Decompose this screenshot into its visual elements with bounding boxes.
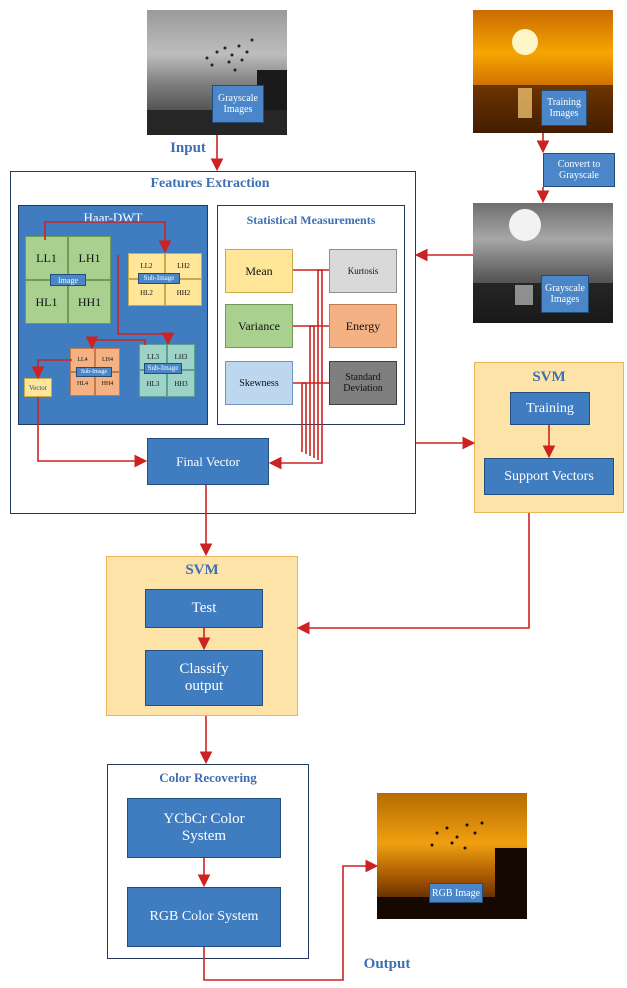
line-kurtosis xyxy=(317,269,329,460)
line-mean xyxy=(268,269,323,470)
line-variance xyxy=(293,325,315,458)
standard-deviation-box: Standard Deviation xyxy=(329,361,397,405)
test-box: Test xyxy=(145,589,263,628)
arrow-level1-to-level2 xyxy=(44,221,172,254)
image-tag: Image xyxy=(50,274,86,286)
rgb-color-system-box: RGB Color System xyxy=(127,887,281,947)
energy-box: Energy xyxy=(329,304,397,348)
output-label: Output xyxy=(363,956,411,972)
color-recovering-title: Color Recovering xyxy=(159,770,257,785)
sub-image-tag-3: Sub-Image xyxy=(144,363,182,374)
arrow-level4-to-vector xyxy=(31,359,72,380)
grayscale-photo-right: Grayscale Images xyxy=(473,203,613,323)
line-energy xyxy=(309,325,329,456)
hh3-cell: HH3 xyxy=(167,370,195,397)
svm-training-title: SVM xyxy=(532,369,566,385)
features-extraction-title: Features Extraction xyxy=(150,176,270,191)
line-skewness xyxy=(293,382,307,454)
line-std xyxy=(301,382,329,452)
lh1-cell: LH1 xyxy=(68,236,111,280)
training-photo: Training Images xyxy=(473,10,613,133)
sub-image-tag-2: Sub-Image xyxy=(138,273,180,284)
rgb-image-tag: RGB Image xyxy=(429,883,483,903)
hh1-cell: HH1 xyxy=(68,280,111,324)
arrow-level2-to-level3 xyxy=(117,255,175,346)
rgb-output-photo: RGB Image xyxy=(377,793,527,919)
mean-box: Mean xyxy=(225,249,293,293)
statistical-measurements-title: Statistical Measurements xyxy=(246,213,376,227)
arrow-level3-to-level4 xyxy=(85,336,146,350)
rgb-bird-flock-silhouette xyxy=(377,821,527,919)
sub-image-tag-4: Sub-Image xyxy=(76,367,112,377)
grayscale-images-tag-right: Grayscale Images xyxy=(541,275,589,313)
arrow-vector-to-final xyxy=(37,397,148,468)
skewness-box: Skewness xyxy=(225,361,293,405)
arrow-rgb-to-output xyxy=(203,859,379,981)
support-vectors-box: Support Vectors xyxy=(484,458,614,495)
kurtosis-box: Kurtosis xyxy=(329,249,397,293)
classify-output-box: Classify output xyxy=(145,650,263,706)
hl1-cell: HL1 xyxy=(25,280,68,324)
ll1-cell: LL1 xyxy=(25,236,68,280)
grayscale-input-photo: Grayscale Images xyxy=(147,10,287,135)
input-label: Input xyxy=(170,140,206,156)
svm-test-title: SVM xyxy=(185,562,219,578)
ycbcr-box: YCbCr Color System xyxy=(127,798,281,858)
final-vector-box: Final Vector xyxy=(147,438,269,485)
training-images-tag: Training Images xyxy=(541,90,587,126)
convert-to-grayscale-box: Convert to Grayscale xyxy=(543,153,615,187)
arrow-support-to-svm-test xyxy=(296,513,530,635)
grayscale-images-tag: Grayscale Images xyxy=(212,85,264,123)
variance-box: Variance xyxy=(225,304,293,348)
training-box: Training xyxy=(510,392,590,425)
hl3-cell: HL3 xyxy=(139,370,167,397)
